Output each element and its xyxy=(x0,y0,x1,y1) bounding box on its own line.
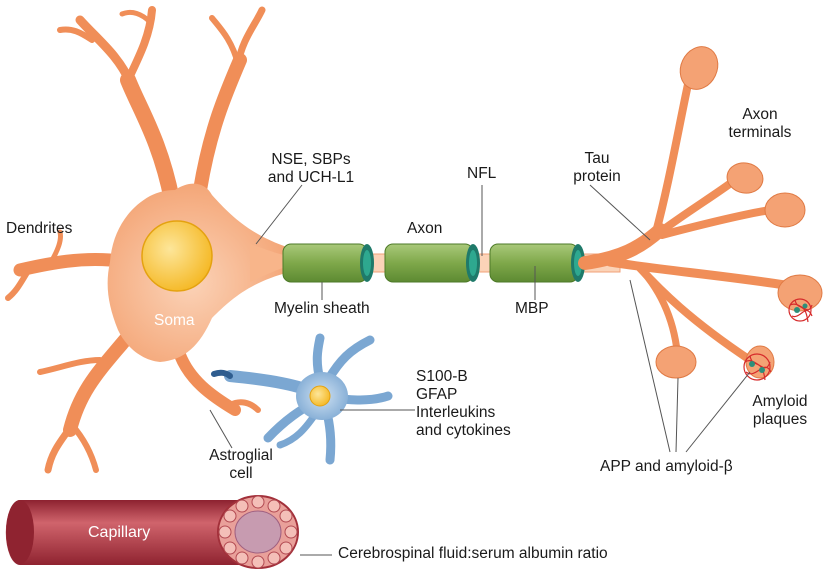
label-axon: Axon xyxy=(407,220,443,237)
amyloid-plaque xyxy=(788,298,813,323)
label-app-amyloid-beta: APP and amyloid-β xyxy=(600,458,733,475)
label-soma: Soma xyxy=(154,312,195,329)
label-myelin-sheath: Myelin sheath xyxy=(274,300,370,317)
astrocyte-nucleus xyxy=(309,385,331,407)
myelin-segment xyxy=(384,243,480,283)
axon xyxy=(282,243,621,283)
endothelial-cells xyxy=(218,495,298,569)
label-astro-markers: S100-B GFAP Interleukins and cytokines xyxy=(416,368,511,439)
label-dendrites: Dendrites xyxy=(6,220,73,237)
terminal-bulbs xyxy=(655,46,823,379)
axon-terminals xyxy=(578,71,790,364)
label-amyloid-plaques: Amyloid plaques xyxy=(752,393,808,428)
label-nfl: NFL xyxy=(467,165,497,182)
dendrites xyxy=(5,6,266,474)
myelin-segment xyxy=(282,243,374,283)
astroglial-cell xyxy=(211,333,393,465)
label-mbp: MBP xyxy=(515,300,549,317)
label-astroglial-cell: Astroglial cell xyxy=(209,447,273,482)
myelin-segment xyxy=(489,243,585,283)
label-nse-sbps-uchl1: NSE, SBPs and UCH-L1 xyxy=(267,151,355,186)
leader-lines xyxy=(209,184,751,556)
label-csf-albumin-ratio: Cerebrospinal fluid:serum albumin ratio xyxy=(338,545,608,562)
label-tau-protein: Tau protein xyxy=(573,150,621,185)
label-capillary: Capillary xyxy=(88,524,151,541)
axon-hillock xyxy=(250,244,290,282)
label-axon-terminals: Axon terminals xyxy=(728,106,792,141)
neuron-body xyxy=(5,6,290,474)
capillary xyxy=(5,495,299,569)
nucleus xyxy=(141,220,213,292)
